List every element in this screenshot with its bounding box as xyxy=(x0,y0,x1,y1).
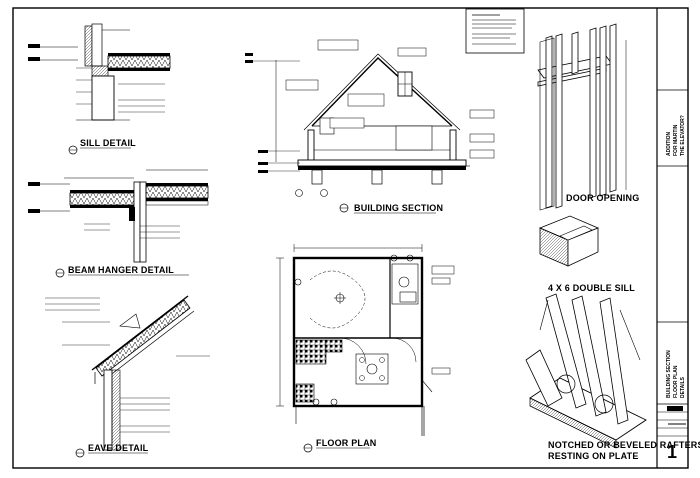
sheet-title-line2: FLOOR PLAN xyxy=(673,365,679,398)
eave-detail: EAVE DETAIL xyxy=(45,295,210,458)
building-section-title: BUILDING SECTION xyxy=(354,203,443,213)
project-name-line1: ADDITION xyxy=(666,131,672,156)
double-sill: 4 X 6 DOUBLE SILL xyxy=(538,215,635,293)
floor-plan-title: FLOOR PLAN xyxy=(316,438,377,448)
sheet-number: 1 xyxy=(667,442,677,462)
rafters-on-plate: NOTCHED OR BEVELED RAFTERS RESTING ON PL… xyxy=(525,293,700,461)
beam-hanger-detail-title: BEAM HANGER DETAIL xyxy=(68,265,174,275)
sill-detail: SILL DETAIL xyxy=(28,23,171,155)
eave-detail-title: EAVE DETAIL xyxy=(88,443,149,453)
door-opening-title: DOOR OPENING xyxy=(566,193,639,203)
sheet-title-line3: DETAILS xyxy=(680,376,686,398)
project-name-line3: THE ELEVATOR? xyxy=(680,115,686,156)
rafters-title-line1: NOTCHED OR BEVELED RAFTERS xyxy=(548,440,700,450)
floor-plan: FLOOR PLAN xyxy=(276,244,455,453)
double-sill-title: 4 X 6 DOUBLE SILL xyxy=(548,283,635,293)
sheet-border xyxy=(12,7,689,469)
rafters-title-line2: RESTING ON PLATE xyxy=(548,451,639,461)
general-notes-box xyxy=(465,8,525,54)
project-name-line2: FOR MARTIN xyxy=(673,124,679,156)
sill-detail-title: SILL DETAIL xyxy=(80,138,136,148)
sheet-title-line1: BUILDING SECTION xyxy=(666,350,672,398)
building-section: BUILDING SECTION xyxy=(245,39,495,214)
beam-hanger-detail: BEAM HANGER DETAIL xyxy=(28,169,209,278)
door-opening-framing: DOOR OPENING xyxy=(537,23,639,211)
title-block: ADDITION FOR MARTIN THE ELEVATOR? BUILDI… xyxy=(656,8,688,468)
